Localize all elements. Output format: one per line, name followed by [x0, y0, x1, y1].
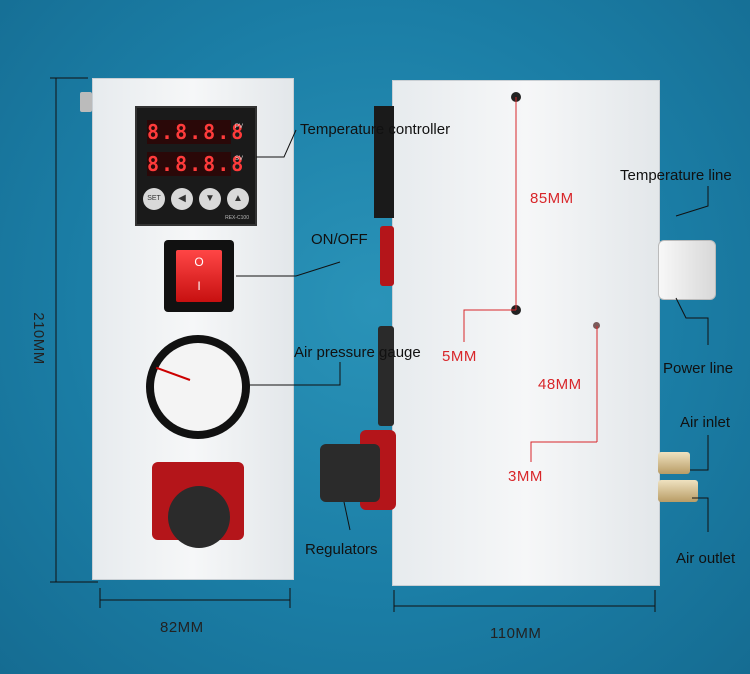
down-arrow-key: ▼ [199, 188, 221, 210]
controller-rear [374, 106, 394, 218]
set-key: SET [143, 188, 165, 210]
regulator-knob-front [168, 486, 230, 548]
hole-small-top [593, 322, 600, 329]
dimension-small-hole-spacing: 48MM [538, 376, 582, 393]
sv-tag: SV [235, 156, 244, 162]
label-power-line: Power line [663, 360, 734, 377]
controller-model: REX-C100 [225, 215, 249, 221]
dimension-front-width: 82MM [160, 619, 204, 636]
dimension-side-width: 110MM [490, 625, 542, 642]
label-temperature-controller: Temperature controller [300, 121, 451, 138]
cable-gland [658, 240, 716, 300]
label-air-inlet: Air inlet [680, 414, 731, 431]
gauge-face [154, 343, 242, 431]
switch-on-symbol: I [197, 279, 201, 293]
label-on-off: ON/OFF [311, 231, 368, 248]
gauge-rear [378, 326, 394, 426]
side-panel-box [392, 80, 660, 586]
dimension-hole-spacing: 85MM [530, 190, 574, 207]
dimension-hole-diameter: 5MM [442, 348, 477, 365]
pressure-gauge [146, 335, 250, 439]
sv-display: 8.8.8.8 [147, 152, 246, 176]
label-regulators: Regulators [305, 541, 378, 558]
dimension-small-hole-diameter: 3MM [508, 468, 543, 485]
pv-display: 8.8.8.8 [147, 120, 246, 144]
left-arrow-key: ◀ [171, 188, 193, 210]
air-outlet-fitting [658, 480, 698, 502]
pv-tag: PV [235, 124, 244, 130]
switch-rear [380, 226, 394, 286]
power-switch: O I [164, 240, 234, 312]
air-inlet-fitting [658, 452, 690, 474]
rocker: O I [176, 250, 222, 302]
regulator-knob-side [320, 444, 380, 502]
label-temperature-line: Temperature line [620, 167, 732, 184]
dimension-height: 210MM [29, 312, 47, 365]
controller-keys: SET ◀ ▼ ▲ [143, 188, 249, 214]
mount-screw [80, 92, 92, 112]
temperature-controller-unit: 8.8.8.8 PV 8.8.8.8 SV SET ◀ ▼ ▲ REX-C100 [135, 106, 257, 226]
switch-off-symbol: O [194, 255, 204, 269]
up-arrow-key: ▲ [227, 188, 249, 210]
label-air-pressure-gauge: Air pressure gauge [294, 344, 421, 361]
label-air-outlet: Air outlet [676, 550, 736, 567]
